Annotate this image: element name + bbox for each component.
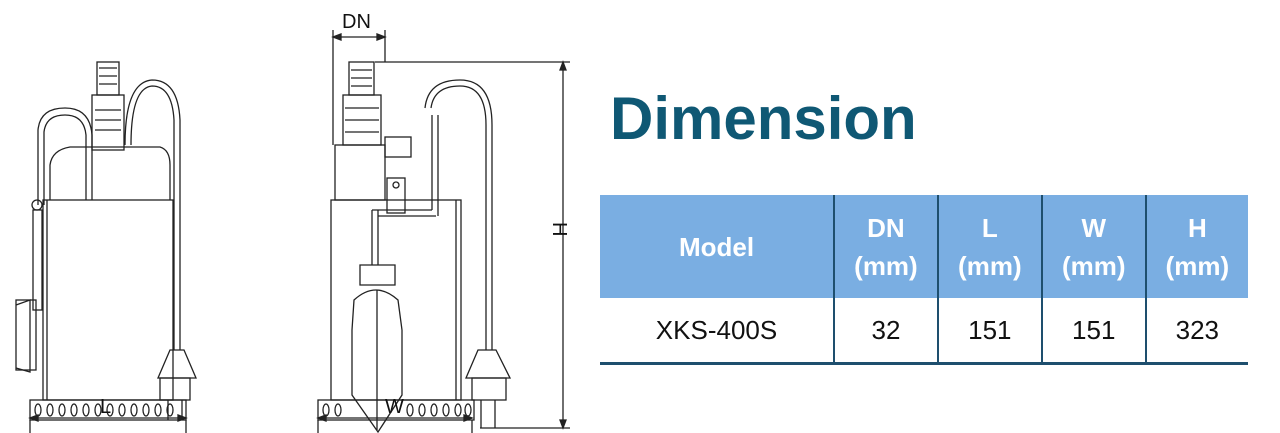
dimension-label-dn: DN <box>342 11 371 33</box>
column-header-h: H (mm) <box>1144 195 1248 298</box>
cell-w: 151 <box>1040 298 1147 365</box>
header-label: W <box>1081 212 1106 243</box>
table-header-row: Model DN (mm) L (mm) W (mm) H (mm) <box>600 195 1248 298</box>
column-header-w: W (mm) <box>1040 195 1147 298</box>
column-header-l: L (mm) <box>936 195 1043 298</box>
column-header-model: Model <box>600 195 835 298</box>
header-label: L <box>981 212 998 243</box>
page-title: Dimension <box>610 85 917 152</box>
pump-side-view-left: L <box>15 61 197 433</box>
cell-h: 323 <box>1144 298 1248 365</box>
header-unit: (mm) <box>958 250 1022 281</box>
header-unit: (mm) <box>1061 250 1126 281</box>
header-label: DN <box>867 212 905 243</box>
column-header-dn: DN (mm) <box>833 195 939 298</box>
pump-technical-drawing: L DN H W <box>15 11 570 433</box>
pump-front-view-right: DN H W <box>316 11 570 433</box>
cell-model: XKS-400S <box>600 298 835 365</box>
header-label: H <box>1187 212 1207 243</box>
base-holes <box>34 403 174 417</box>
dimension-label-h: H <box>548 222 570 236</box>
header-unit: (mm) <box>1165 250 1230 281</box>
dimension-label-l: L <box>100 396 111 418</box>
header-unit: (mm) <box>854 250 918 281</box>
base-holes <box>322 403 472 417</box>
dimension-table: Model DN (mm) L (mm) W (mm) H (mm) XKS-400S … <box>600 195 1248 365</box>
cell-l: 151 <box>936 298 1043 365</box>
dimension-label-w: W <box>385 396 404 418</box>
table-row: XKS-400S 32 151 151 323 <box>600 298 1248 365</box>
header-label: Model <box>678 231 755 262</box>
cell-dn: 32 <box>833 298 939 365</box>
